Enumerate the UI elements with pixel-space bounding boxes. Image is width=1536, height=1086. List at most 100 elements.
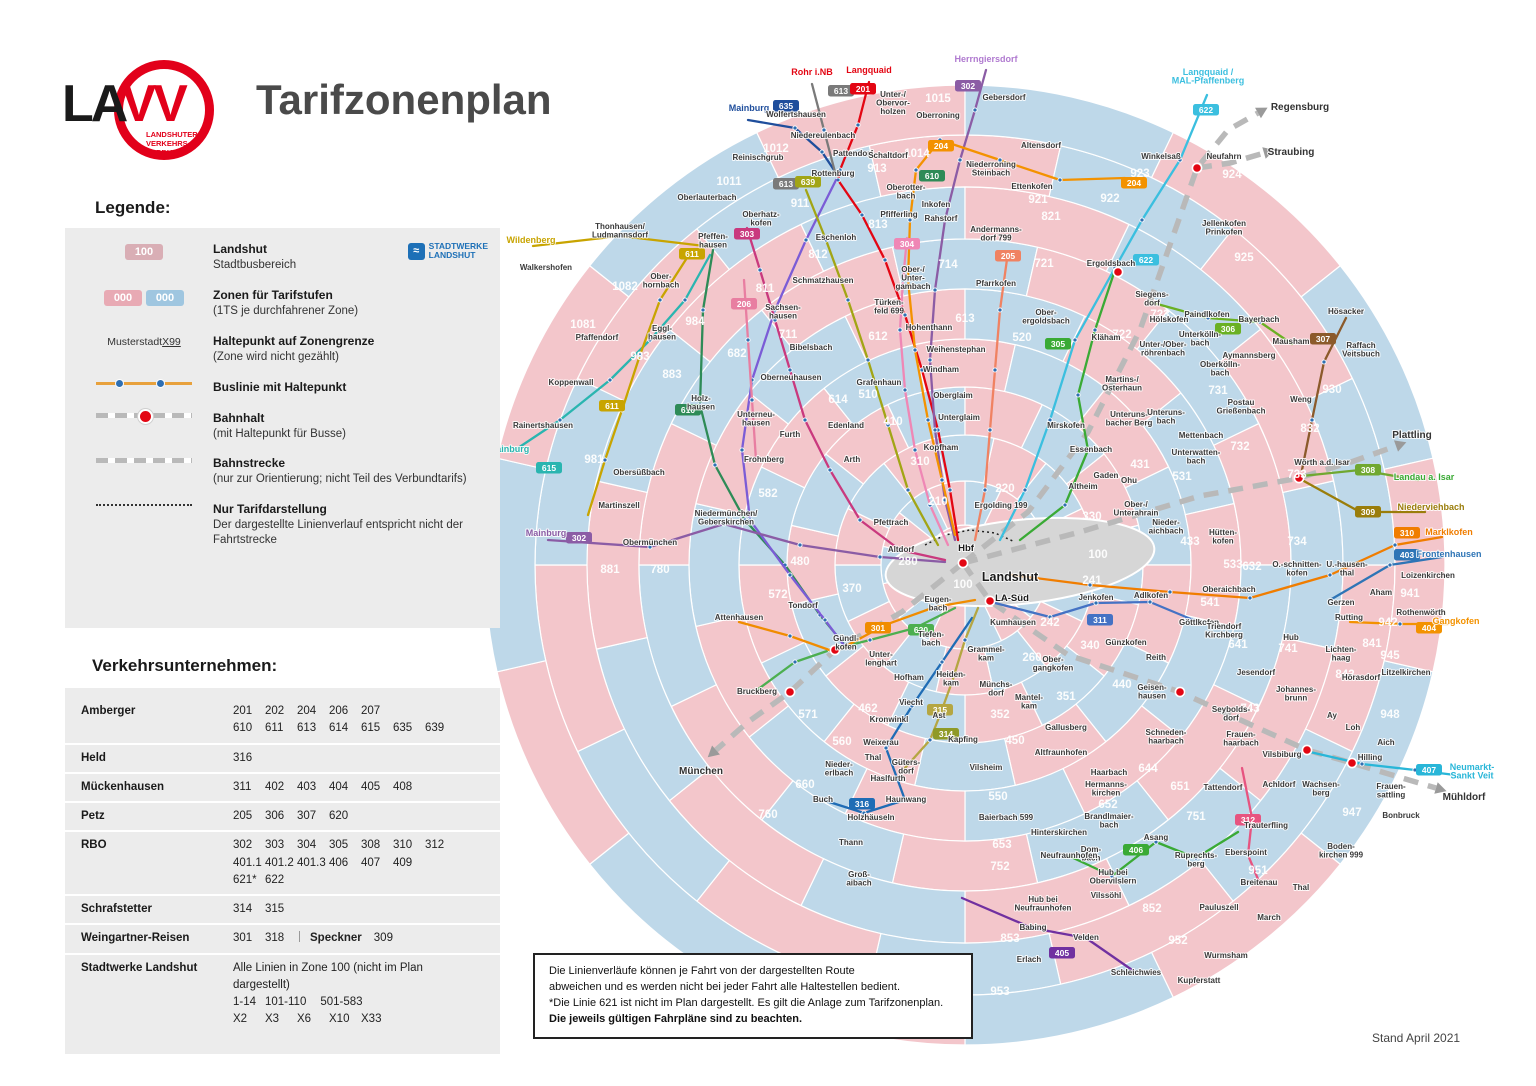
town-label: Oberneuhausen xyxy=(761,373,822,382)
town-label: Rutting xyxy=(1335,613,1363,622)
bus-stop-dot xyxy=(617,233,623,239)
town-label: Litzelkirchen xyxy=(1382,668,1431,677)
town-label: Hohenthann xyxy=(906,323,953,332)
line-number: 635 xyxy=(393,722,413,735)
bus-line-635 xyxy=(746,118,840,178)
town-label: Mirskofen xyxy=(1047,421,1085,430)
line-number: 406 xyxy=(329,856,349,869)
company-name: RBO xyxy=(81,839,107,852)
bus-stop-dot xyxy=(1057,177,1063,183)
bus-stop-dot xyxy=(797,542,803,548)
bus-stop-dot xyxy=(1092,327,1098,333)
bus-stop-dot xyxy=(749,397,755,403)
rail-line xyxy=(714,560,965,753)
town-label: Mainburg xyxy=(729,103,770,113)
legend-rail-sub: (nur zur Orientierung; nicht Teil des Ve… xyxy=(213,473,467,486)
zone-label: 951 xyxy=(1248,865,1268,877)
bus-stop-dot xyxy=(803,237,809,243)
company-name: Speckner xyxy=(310,932,362,945)
bus-stop-dot xyxy=(902,797,908,803)
town-label: Martinszell xyxy=(598,501,639,510)
town-label: Langquaid /MAL-Pfaffenberg xyxy=(1172,67,1245,85)
bus-stop-dot xyxy=(739,447,745,453)
town-label: Frauen-haarbach xyxy=(1223,730,1259,747)
bus-line-315 xyxy=(903,606,980,770)
rail-line xyxy=(961,110,1260,566)
zone-label: 752 xyxy=(990,861,1009,873)
bus-stop-dot xyxy=(792,659,798,665)
zone-label: 660 xyxy=(795,779,814,791)
bus-stop-dot xyxy=(837,167,843,173)
logo-text: LAVV xyxy=(62,74,188,134)
bus-stop-dot xyxy=(747,517,753,523)
line-badge xyxy=(1087,614,1113,626)
town-label: Loh xyxy=(1346,723,1361,732)
zone-label: 652 xyxy=(1098,799,1117,811)
line-number: 316 xyxy=(233,751,253,764)
zone-label: 614 xyxy=(828,394,848,406)
town-label: Kläham xyxy=(1092,333,1121,342)
bus-stop-dot xyxy=(1327,572,1333,578)
city-zone-sample: 100 xyxy=(75,242,213,260)
zone-label: 531 xyxy=(1172,471,1192,483)
town-label: Winkelsaß xyxy=(1141,152,1181,161)
town-label: Eugen-bach xyxy=(924,595,951,612)
town-label: Ober-hornbach xyxy=(643,272,680,289)
zone-label: 462 xyxy=(858,703,877,715)
town-label: Wachsen-berg xyxy=(1302,780,1340,797)
town-label: Lichten-haag xyxy=(1325,645,1356,662)
zone-label: 480 xyxy=(790,556,809,568)
line-badge-label: 613 xyxy=(834,86,848,96)
bus-line-206 xyxy=(742,278,758,462)
zone-label: 881 xyxy=(600,564,620,576)
line-number: 614 xyxy=(329,722,349,735)
legend-title: Legende: xyxy=(95,198,171,217)
town-label: Oberroning xyxy=(916,111,960,120)
town-label: Gebersdorf xyxy=(982,93,1025,102)
bus-stop-dot xyxy=(909,703,915,709)
town-label: Oberlauterbach xyxy=(677,193,736,202)
town-label: Herrngiersdorf xyxy=(954,54,1018,64)
bus-stop-dot xyxy=(857,517,863,523)
boundary-stop-sample: Musterstadt X99 xyxy=(107,335,181,348)
company-line-numbers: Alle Linien in Zone 100 (nicht im Plan d… xyxy=(233,960,484,1029)
legend-zones-label: Zonen für Tarifstufen xyxy=(213,287,333,302)
line-badge-label: 312 xyxy=(1241,815,1255,825)
bus-stop-dot xyxy=(822,617,828,623)
zone-label: 1012 xyxy=(763,143,789,155)
bus-stop-dot xyxy=(557,417,563,423)
zone-label: 550 xyxy=(988,791,1007,803)
town-label: Ober-/Unter-gambach xyxy=(895,265,930,291)
town-label: Unterneu-hausen xyxy=(737,410,775,427)
stadtwerke-wave-icon: ≈ xyxy=(407,242,425,260)
town-label: Wörth a.d. Isar xyxy=(1294,458,1350,467)
town-label: Ober-gangkofen xyxy=(1033,655,1074,672)
bus-line-sample xyxy=(96,378,192,388)
bus-stop-dot xyxy=(602,457,608,463)
legend-tariff-only-label: Nur Tarifdarstellung xyxy=(213,502,327,517)
town-label: Wildenberg xyxy=(507,235,556,245)
town-label: Thonhausen/Ludmannsdorf xyxy=(592,222,648,239)
bus-stop-dot xyxy=(712,462,718,468)
bus-stop-dot xyxy=(1167,589,1173,595)
zone-label: 560 xyxy=(832,736,851,748)
town-label: Schleichwies xyxy=(1111,968,1162,977)
line-number: 201 xyxy=(233,705,253,717)
town-label: Thann xyxy=(839,838,863,847)
companies-title: Verkehrsunternehmen: xyxy=(92,656,278,675)
zone-label: 510 xyxy=(858,389,877,401)
town-label: Mausham xyxy=(1273,337,1310,346)
town-label: Weihenstephan xyxy=(927,345,986,354)
town-label: Neufraunhofen xyxy=(1041,851,1098,860)
line-badge xyxy=(734,228,760,240)
line-number: 306 xyxy=(265,810,285,822)
town-label: Oberkölln-bach xyxy=(1200,360,1240,377)
bus-stop-dot xyxy=(939,659,945,665)
town-label: Kupferstatt xyxy=(1178,976,1221,985)
zone-label: 1011 xyxy=(717,176,743,188)
bus-stop-dot xyxy=(787,367,793,373)
bus-stop-dot xyxy=(802,417,808,423)
